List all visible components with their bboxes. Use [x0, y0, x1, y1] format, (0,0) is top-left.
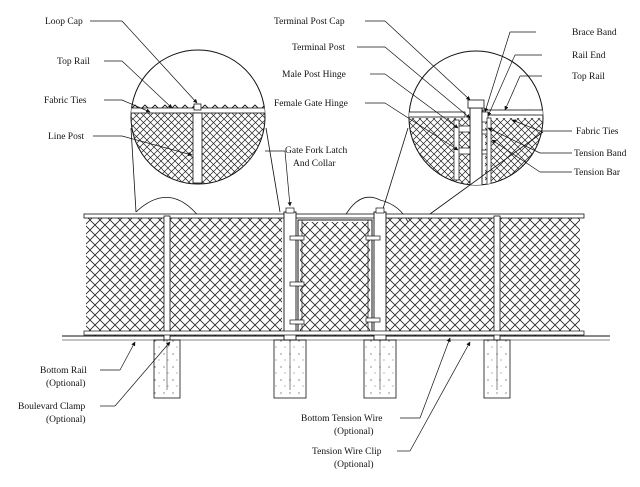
- label-brace-band: Brace Band: [572, 28, 617, 38]
- label-tension-bar: Tension Bar: [574, 168, 621, 178]
- label-gate-fork-latch: Gate Fork Latch: [285, 146, 348, 156]
- fabric-panel-right: [384, 218, 580, 336]
- gate-fabric: [300, 222, 370, 336]
- label-loop-cap: Loop Cap: [45, 17, 83, 27]
- top-rail-right-detail: [482, 109, 543, 116]
- label-top-rail-left: Top Rail: [57, 57, 90, 67]
- gate-frame: [297, 219, 373, 337]
- fabric-panel-left: [86, 218, 282, 336]
- line-post-detail: [192, 112, 203, 184]
- label-tension-band: Tension Band: [574, 149, 627, 159]
- label-bottom-tension-wire-optional: (Optional): [334, 426, 374, 437]
- label-female-gate-hinge: Female Gate Hinge: [274, 99, 348, 109]
- label-bottom-tension-wire: Bottom Tension Wire: [301, 414, 382, 424]
- line-post-2: [493, 215, 501, 341]
- label-tension-wire-clip: Tension Wire Clip: [312, 447, 382, 457]
- terminal-post-detail: [469, 107, 483, 185]
- bottom-rail: [83, 330, 585, 336]
- detail-circle-right: [408, 50, 544, 186]
- label-male-post-hinge: Male Post Hinge: [282, 70, 346, 80]
- label-tension-wire-clip-optional: (Optional): [334, 459, 374, 470]
- labels: Loop Cap Top Rail Fabric Ties Line Post …: [18, 17, 627, 470]
- leader-lines: [90, 20, 572, 452]
- top-rail: [83, 213, 585, 219]
- label-boulevard-clamp-optional: (Optional): [46, 414, 86, 425]
- loop-cap-detail: [193, 103, 202, 111]
- label-boulevard-clamp: Boulevard Clamp: [18, 402, 86, 412]
- terminal-post-cap-detail: [467, 99, 485, 109]
- line-post-1: [163, 215, 171, 341]
- tension-bar-detail: [486, 117, 492, 185]
- label-bottom-rail: Bottom Rail: [40, 366, 87, 376]
- label-terminal-post: Terminal Post: [292, 43, 345, 53]
- label-rail-end: Rail End: [572, 51, 606, 61]
- label-bottom-rail-optional: (Optional): [46, 378, 86, 389]
- label-terminal-post-cap: Terminal Post Cap: [274, 17, 345, 27]
- detail-circle-left: [130, 49, 266, 185]
- label-gate-fork-collar: And Collar: [293, 159, 336, 169]
- label-line-post: Line Post: [48, 132, 85, 142]
- label-top-rail-right: Top Rail: [572, 72, 605, 82]
- label-fabric-ties-right: Fabric Ties: [576, 127, 619, 137]
- label-fabric-ties-left: Fabric Ties: [44, 96, 87, 106]
- fence-main: [62, 207, 610, 399]
